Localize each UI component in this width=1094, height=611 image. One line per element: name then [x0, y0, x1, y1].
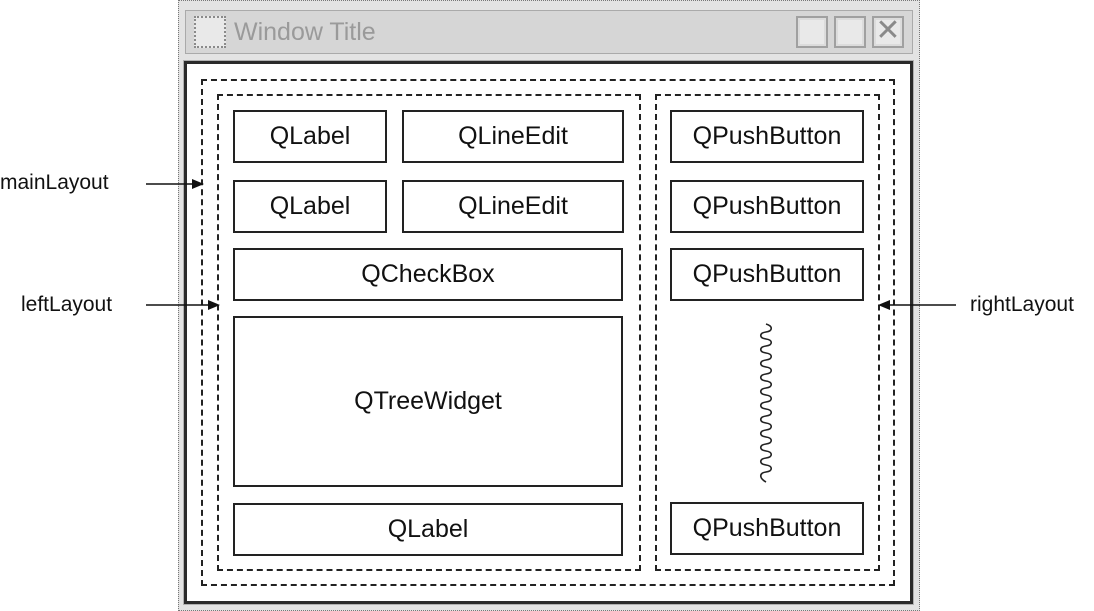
left-layout-box: [217, 94, 641, 571]
right-layout-annotation: rightLayout: [970, 293, 1074, 316]
main-layout-annotation: mainLayout: [0, 171, 109, 194]
qcheckbox-widget[interactable]: QCheckBox: [233, 248, 623, 301]
qlineedit-widget-row2[interactable]: QLineEdit: [402, 180, 624, 233]
maximize-icon[interactable]: [834, 16, 866, 48]
qlabel-widget-row1: QLabel: [233, 110, 387, 163]
main-layout-box: [201, 79, 895, 586]
qpushbutton-widget-1[interactable]: QPushButton: [670, 110, 864, 163]
right-layout-arrow: [878, 300, 956, 310]
qlineedit-widget-row1[interactable]: QLineEdit: [402, 110, 624, 163]
app-window-icon: [194, 16, 226, 48]
qpushbutton-widget-2[interactable]: QPushButton: [670, 180, 864, 233]
qlabel-widget-bottom: QLabel: [233, 503, 623, 556]
left-layout-annotation: leftLayout: [21, 293, 113, 316]
qpushbutton-widget-bottom[interactable]: QPushButton: [670, 502, 864, 555]
qpushbutton-widget-3[interactable]: QPushButton: [670, 248, 864, 301]
close-icon[interactable]: ✕: [872, 16, 904, 48]
left-layout-arrow: [146, 300, 220, 310]
minimize-icon[interactable]: [796, 16, 828, 48]
qtreewidget-widget[interactable]: QTreeWidget: [233, 316, 623, 487]
qlabel-widget-row2: QLabel: [233, 180, 387, 233]
spring-spacer-icon: [759, 323, 773, 483]
main-layout-arrow: [146, 179, 204, 189]
window-titlebar: [185, 10, 913, 54]
window-title: Window Title: [234, 18, 376, 46]
right-layout-box: [655, 94, 880, 571]
